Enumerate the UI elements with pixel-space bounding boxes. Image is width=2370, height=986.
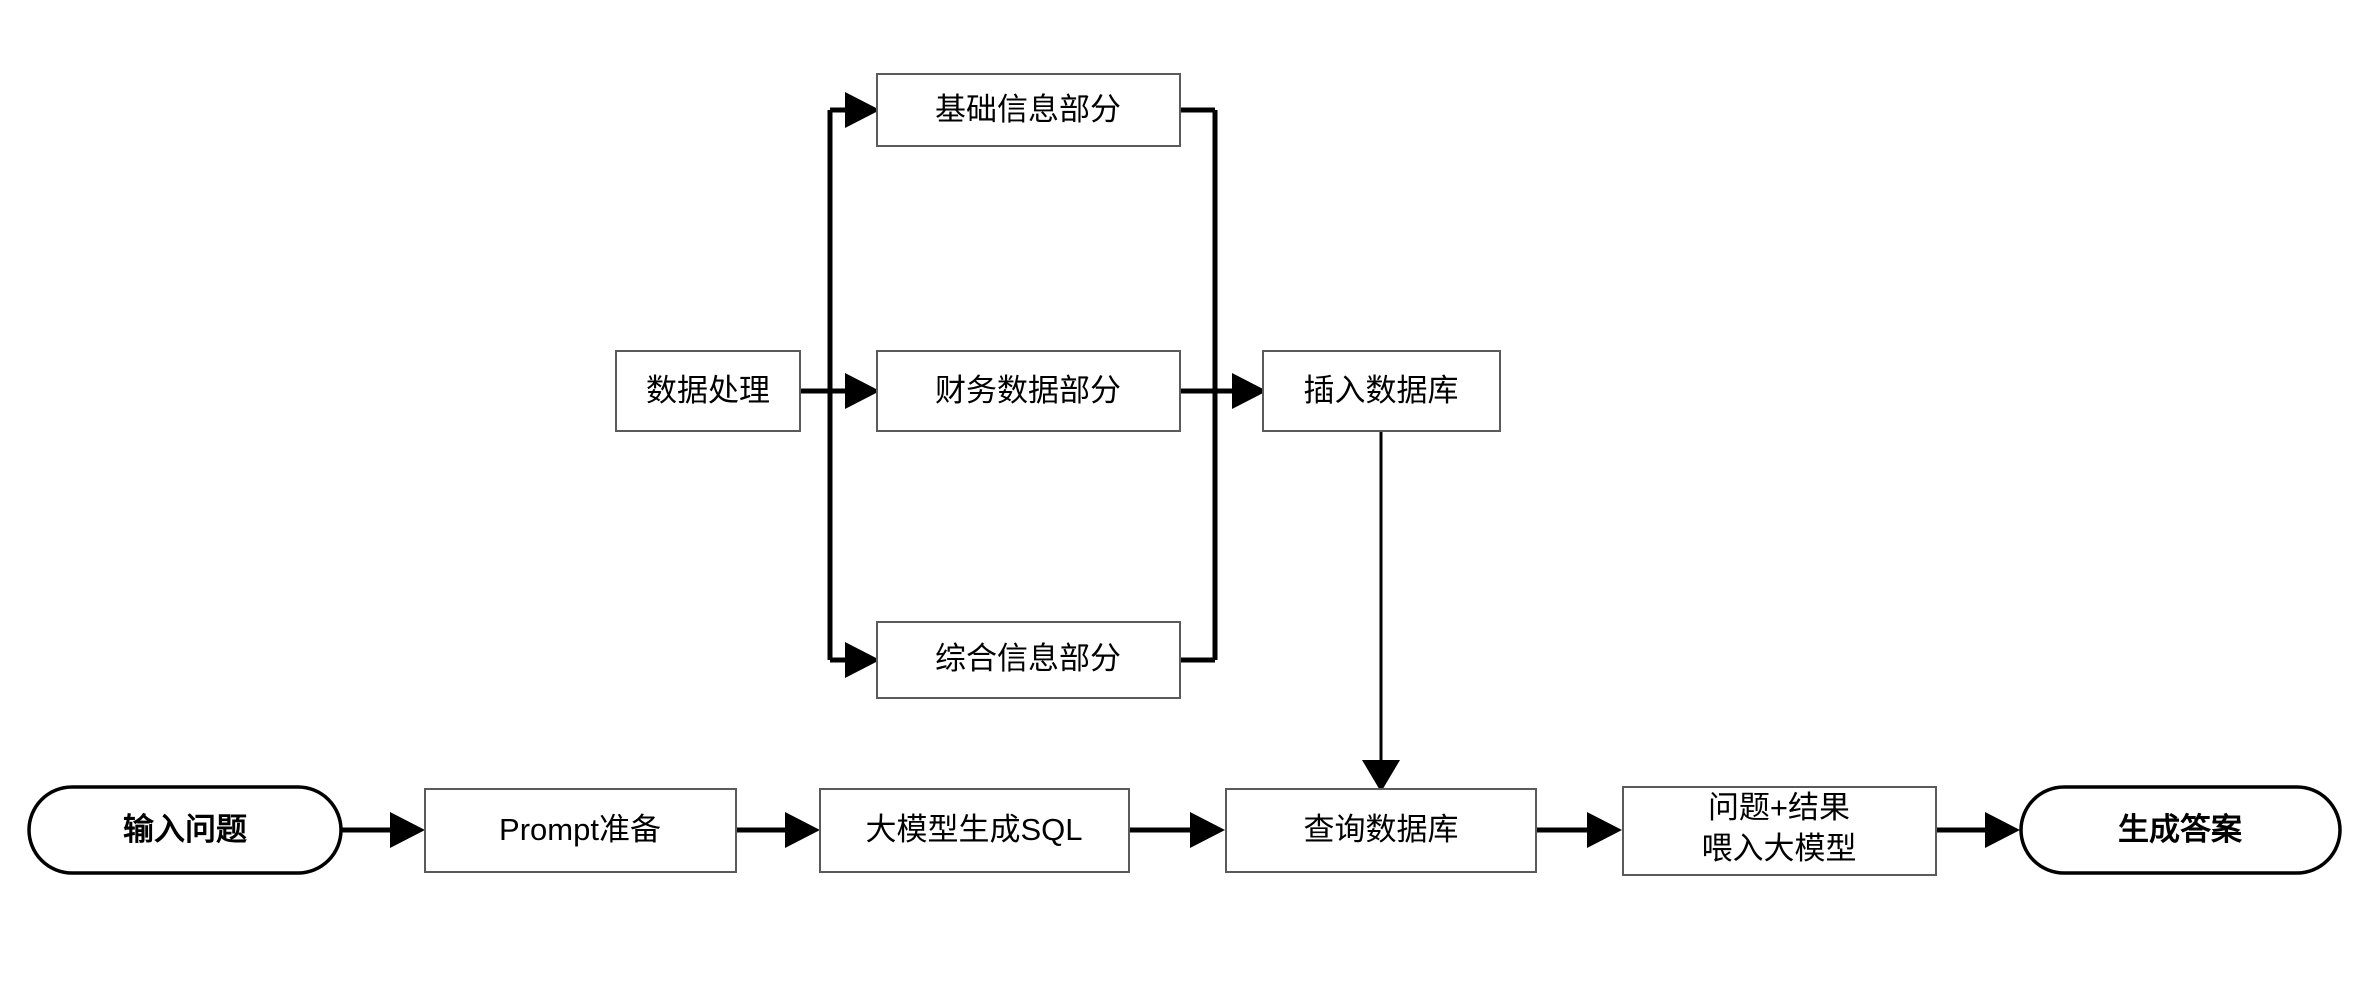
node-input-question-shape xyxy=(27,785,343,875)
arrowhead-to-financial-data xyxy=(845,373,880,409)
node-basic-info-part-label: 基础信息部分 xyxy=(935,92,1121,127)
node-input-question[interactable]: 输入问题 xyxy=(27,785,343,875)
node-comprehensive-info-part[interactable]: 综合信息部分 xyxy=(876,621,1181,699)
arrowhead-to-comprehensive-info xyxy=(845,642,880,678)
node-comprehensive-info-part-label: 综合信息部分 xyxy=(935,641,1121,676)
node-generate-answer-shape xyxy=(2019,785,2342,875)
node-prompt-preparation-label: Prompt准备 xyxy=(499,812,661,847)
node-llm-generate-sql-shape xyxy=(819,788,1130,873)
arrowhead-to-query-database xyxy=(1362,760,1400,792)
arrowhead-to-insert-database xyxy=(1232,373,1267,409)
edge-prompt-to-llm xyxy=(736,812,820,848)
node-comprehensive-info-part-shape xyxy=(876,621,1181,699)
node-input-question-label: 输入问题 xyxy=(123,812,247,847)
node-generate-answer[interactable]: 生成答案 xyxy=(2019,785,2342,875)
node-query-database-label: 查询数据库 xyxy=(1304,812,1459,847)
node-data-processing-label: 数据处理 xyxy=(646,373,770,408)
node-prompt-preparation-shape xyxy=(424,788,737,873)
node-generate-answer-label: 生成答案 xyxy=(2118,812,2243,847)
arrowhead-to-generate-answer xyxy=(1985,812,2020,848)
node-feed-to-llm-label-line2: 喂入大模型 xyxy=(1702,831,1857,866)
node-feed-to-llm[interactable]: 问题+结果 喂入大模型 xyxy=(1622,786,1937,876)
node-insert-database-label: 插入数据库 xyxy=(1304,373,1459,408)
node-feed-to-llm-shape xyxy=(1622,786,1937,876)
node-insert-database-shape xyxy=(1262,350,1501,432)
node-financial-data-part-label: 财务数据部分 xyxy=(935,373,1121,408)
edge-input-to-prompt xyxy=(341,812,425,848)
node-data-processing[interactable]: 数据处理 xyxy=(615,350,801,432)
arrowhead-to-basic-info xyxy=(845,92,880,128)
arrowhead-to-feed-to-llm xyxy=(1587,812,1622,848)
arrowhead-to-llm-generate-sql xyxy=(785,812,820,848)
node-data-processing-shape xyxy=(615,350,801,432)
node-prompt-preparation[interactable]: Prompt准备 xyxy=(424,788,737,873)
node-llm-generate-sql[interactable]: 大模型生成SQL xyxy=(819,788,1130,873)
node-query-database-shape xyxy=(1225,788,1537,873)
node-basic-info-part-shape xyxy=(876,73,1181,147)
node-basic-info-part[interactable]: 基础信息部分 xyxy=(876,73,1181,147)
node-query-database[interactable]: 查询数据库 xyxy=(1225,788,1537,873)
edge-data-processing-fanout xyxy=(800,107,845,663)
edge-parts-merge xyxy=(1180,107,1232,663)
node-insert-database[interactable]: 插入数据库 xyxy=(1262,350,1501,432)
node-llm-generate-sql-label: 大模型生成SQL xyxy=(865,812,1082,847)
node-feed-to-llm-label-line1: 问题+结果 xyxy=(1708,790,1850,825)
edge-insert-to-query xyxy=(1362,432,1400,792)
edge-feed-to-answer xyxy=(1936,812,2020,848)
arrowhead-to-query-database-horizontal xyxy=(1190,812,1225,848)
node-financial-data-part-shape xyxy=(876,350,1181,432)
edge-query-to-feed xyxy=(1536,812,1622,848)
arrowhead-to-prompt-preparation xyxy=(390,812,425,848)
edge-llm-to-query xyxy=(1129,812,1225,848)
node-financial-data-part[interactable]: 财务数据部分 xyxy=(876,350,1181,432)
